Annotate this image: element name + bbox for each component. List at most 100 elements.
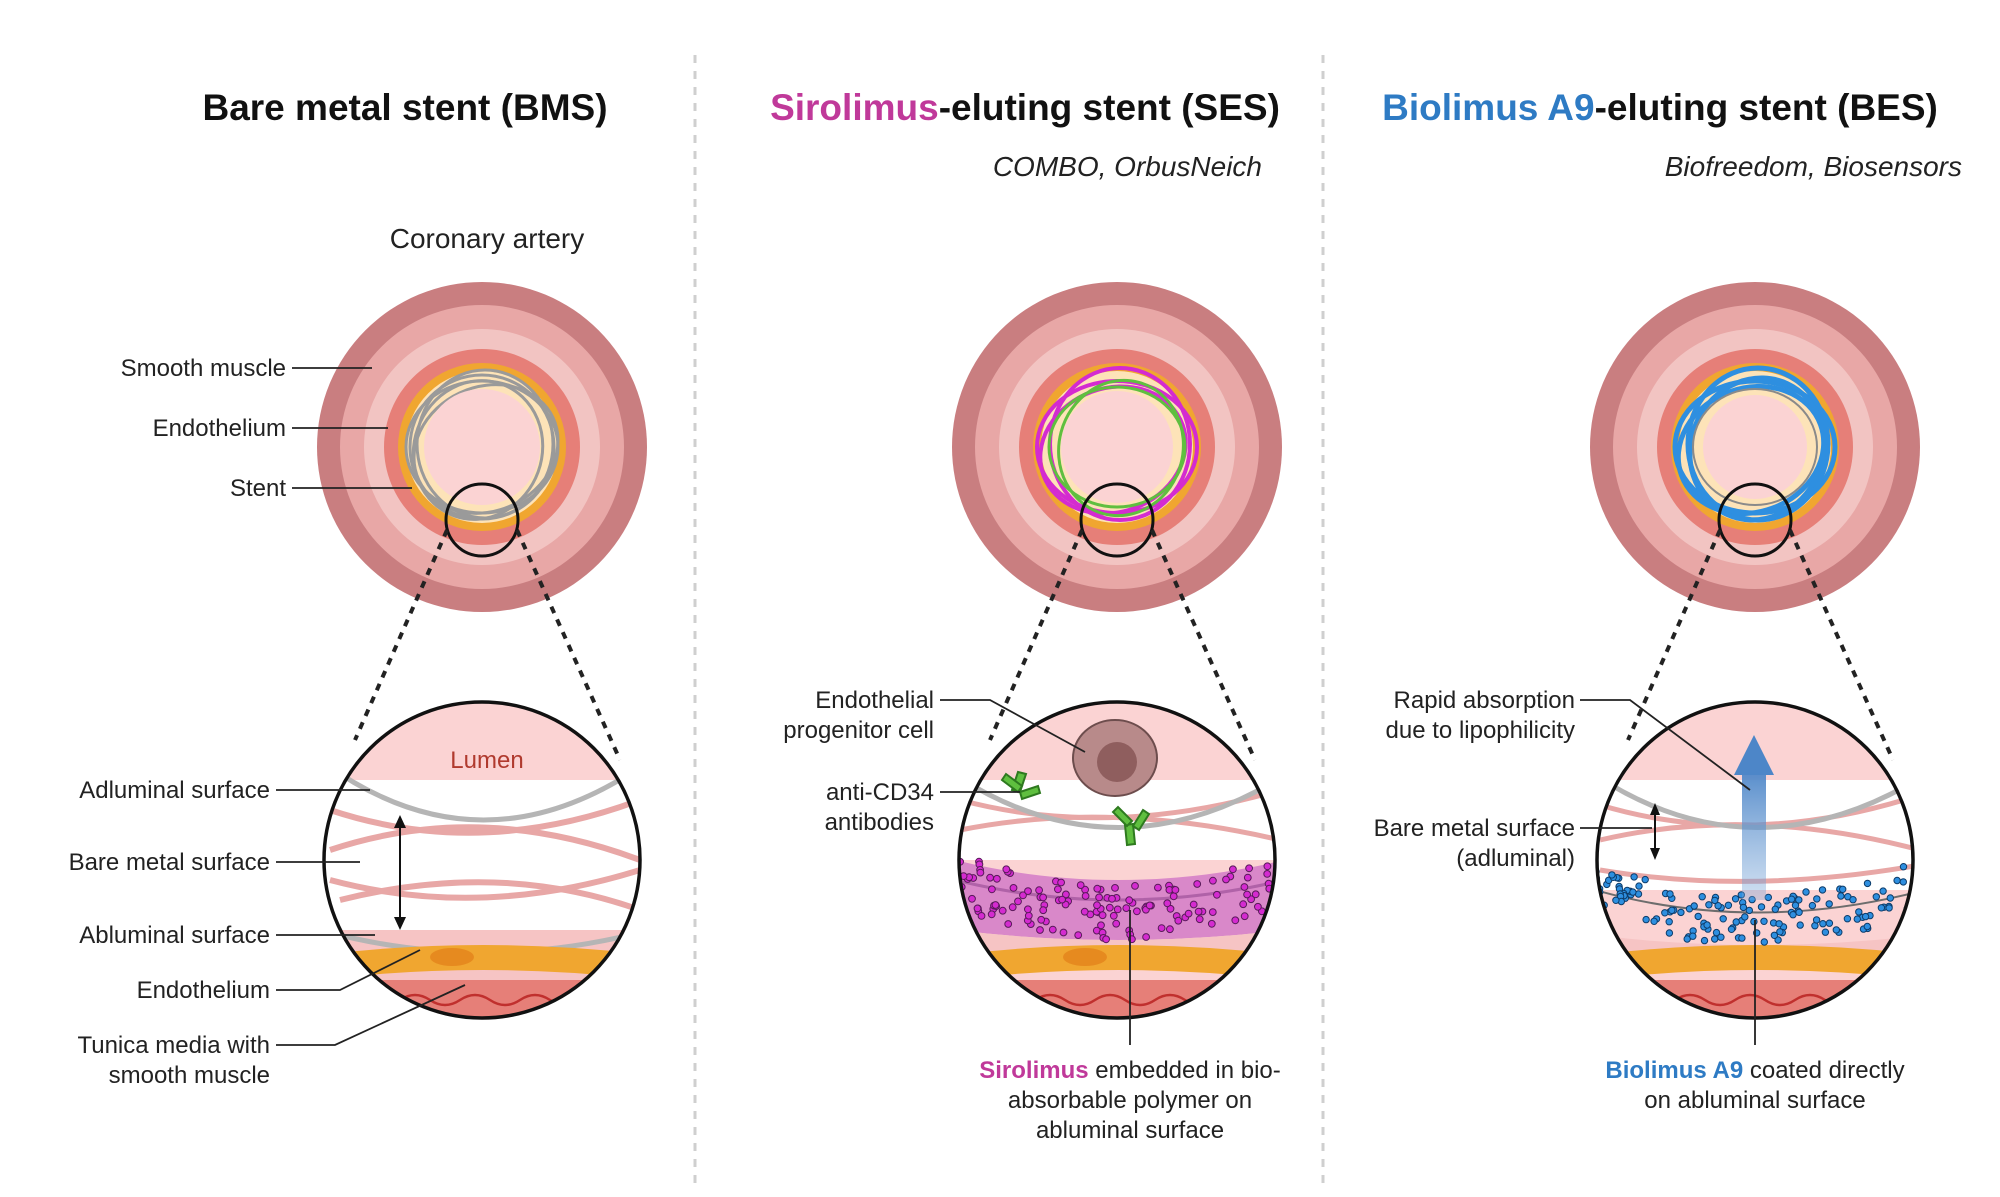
tunica-media-label-line1: Tunica media with [77, 1032, 270, 1059]
drug-particle [1587, 881, 1593, 887]
drug-particle [1812, 916, 1821, 924]
drug-particle [1024, 911, 1033, 920]
drug-particle [1240, 883, 1249, 891]
drug-particle [1665, 918, 1673, 926]
drug-particle [1195, 915, 1204, 924]
absorption-arrow-icon [1734, 735, 1774, 900]
drug-particle [1837, 892, 1845, 900]
drug-particle [1821, 928, 1830, 936]
drug-particle [1263, 870, 1272, 878]
drug-particle [1207, 919, 1216, 928]
bare-metal-adluminal-label-line2: (adluminal) [1456, 845, 1575, 872]
drug-particle [1243, 890, 1251, 899]
drug-particle [1872, 893, 1881, 901]
drug-particle [1630, 873, 1638, 881]
drug-particle [998, 906, 1007, 915]
drug-particle [1757, 903, 1766, 911]
drug-particle [1057, 878, 1065, 887]
bes-caption-line2: on abluminal surface [1644, 1087, 1865, 1114]
zoom-region-circle [444, 482, 520, 558]
drug-particle [1166, 925, 1174, 934]
artery-cross-section-bes [1590, 282, 1920, 612]
ses-caption-line1: Sirolimus embedded in bio- [979, 1057, 1281, 1084]
strut-thickness-arrow [394, 815, 406, 930]
ses-subtitle: COMBO, OrbusNeich [993, 151, 1262, 182]
drug-particle [1849, 896, 1857, 904]
drug-particle [1009, 884, 1018, 892]
drug-particle [1818, 886, 1827, 894]
adluminal-thickness-arrow [1650, 803, 1660, 860]
drug-particle [1095, 893, 1103, 902]
drug-particle [1717, 933, 1725, 941]
drug-particle [1668, 906, 1676, 914]
drug-particle [1222, 875, 1230, 884]
drug-particle [1677, 908, 1685, 917]
drug-particle [1035, 886, 1043, 895]
drug-particle [1825, 900, 1833, 908]
drug-particle [1629, 888, 1637, 896]
drug-particle [1105, 903, 1114, 912]
drug-particle [1157, 924, 1166, 932]
drug-particle [1154, 883, 1162, 892]
drug-particle [1074, 931, 1083, 939]
bes-caption-line1: Biolimus A9 coated directly [1605, 1057, 1904, 1084]
drug-particle [1111, 884, 1119, 892]
drug-particle [1732, 918, 1740, 926]
drug-particle [1861, 912, 1870, 921]
drug-particle [1002, 865, 1011, 874]
drug-particle [1251, 890, 1260, 899]
drug-particle [1886, 894, 1895, 902]
ses-title-drug: Sirolimus [770, 87, 939, 128]
drug-particle [1741, 913, 1749, 921]
drug-particle [1855, 908, 1863, 916]
drug-particle [1796, 921, 1804, 929]
ses-title-rest: -eluting stent (SES) [939, 87, 1280, 128]
drug-particle [1832, 926, 1841, 934]
drug-particle [1240, 912, 1249, 921]
drug-particle [1081, 892, 1090, 900]
drug-particle [1229, 865, 1237, 874]
drug-particle [1745, 906, 1754, 915]
drug-particle [968, 894, 976, 903]
coronary-artery-label: Coronary artery [390, 223, 585, 254]
drug-particle [1914, 864, 1920, 870]
drug-particle [1059, 928, 1068, 937]
drug-particle [1612, 896, 1620, 904]
bare-metal-adluminal-label-line1: Bare metal surface [1374, 815, 1575, 842]
drug-particle [1108, 894, 1116, 903]
drug-particle [1209, 876, 1217, 885]
drug-particle [1588, 906, 1594, 912]
endothelium-label: Endothelium [153, 415, 286, 442]
drug-particle [1703, 921, 1711, 929]
drug-particle [1019, 891, 1027, 900]
drug-particle [1254, 902, 1262, 911]
drug-particle [1853, 915, 1862, 923]
drug-particle [1642, 915, 1650, 924]
tunica-media-label-line2: smooth muscle [109, 1062, 270, 1089]
drug-particle [1597, 897, 1600, 906]
drug-particle [1641, 875, 1649, 884]
drug-particle [1899, 878, 1908, 886]
drug-particle [1048, 925, 1057, 934]
endothelial-label-line2: progenitor cell [783, 717, 934, 744]
drug-particle [1174, 916, 1183, 925]
drug-particle [976, 868, 985, 877]
bes-panel: Biolimus A9-eluting stent (BES) Biofreed… [1374, 87, 1962, 1114]
drug-particle [1879, 887, 1887, 895]
drug-particle [1775, 920, 1783, 928]
drug-particle [1133, 907, 1141, 916]
endothelial-label-line1: Endothelial [815, 687, 934, 714]
drug-particle [1650, 917, 1658, 925]
bms-panel: Bare metal stent (BMS) Coronary artery S [69, 87, 647, 1089]
drug-particle [987, 910, 996, 919]
ses-caption-line3: abluminal surface [1036, 1117, 1224, 1144]
drug-particle [1080, 907, 1089, 916]
rapid-absorption-label-line1: Rapid absorption [1394, 687, 1575, 714]
drug-particle [1819, 920, 1827, 928]
drug-particle [1863, 879, 1872, 888]
drug-particle [1776, 928, 1784, 936]
drug-particle [1093, 884, 1102, 893]
drug-particle [1142, 933, 1150, 941]
rapid-absorption-label-line2: due to lipophilicity [1386, 717, 1575, 744]
drug-particle [1039, 893, 1047, 902]
